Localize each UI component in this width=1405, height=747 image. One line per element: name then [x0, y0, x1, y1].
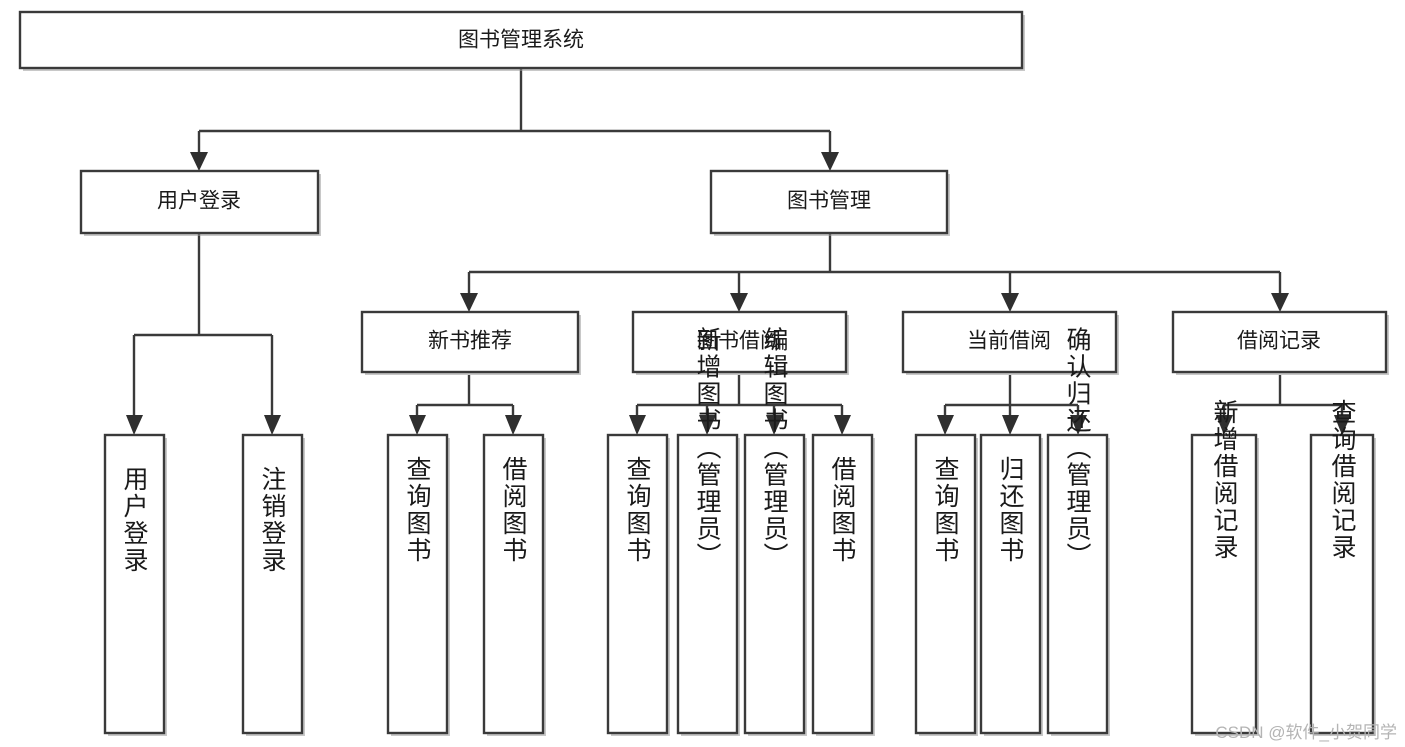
leaf-query-record-box[interactable]	[1309, 433, 1375, 735]
node-book-borrow[interactable]: 图书借阅	[631, 310, 849, 375]
node-leaf-user-login[interactable]: 用户登录	[103, 433, 167, 736]
leaf-return-book-label: 归还图书	[996, 456, 1025, 564]
node-new-book-rec[interactable]: 新书推荐	[360, 310, 581, 375]
leaf-user-logout-box[interactable]	[241, 433, 304, 735]
node-leaf-user-logout[interactable]: 注销登录	[241, 433, 305, 736]
book-borrow-label: 图书借阅	[697, 330, 781, 353]
arrow-to-leaf-query-book-3	[937, 415, 954, 435]
current-borrow-label: 当前借阅	[967, 330, 1051, 353]
node-book-manage[interactable]: 图书管理	[709, 169, 950, 236]
arrow-to-user-login	[190, 152, 208, 171]
arrow-to-leaf-query-book-2	[629, 415, 646, 435]
leaf-borrow-book-2-label: 借阅图书	[828, 456, 857, 564]
new-book-rec-label: 新书推荐	[428, 330, 512, 353]
leaf-borrow-book-1-box[interactable]	[482, 433, 545, 735]
node-leaf-borrow-book-1[interactable]: 借阅图书	[482, 433, 546, 736]
leaf-query-record-label: 查询借阅记录	[1328, 399, 1357, 561]
node-leaf-query-record[interactable]: 查询借阅记录	[1309, 399, 1376, 736]
leaf-return-book-box[interactable]	[979, 433, 1042, 735]
arrow-to-book-manage	[821, 152, 839, 171]
leaf-add-book-label: 新增图书（管理员）	[693, 327, 722, 570]
node-leaf-borrow-book-2[interactable]: 借阅图书	[811, 433, 875, 736]
book-borrow-box[interactable]	[631, 310, 848, 374]
node-leaf-query-book-1[interactable]: 查询图书	[386, 433, 450, 736]
leaf-query-book-3-label: 查询图书	[931, 456, 960, 564]
leaf-query-book-3-box[interactable]	[914, 433, 977, 735]
arrow-to-leaf-borrow-book-1	[505, 415, 522, 435]
node-leaf-return-book[interactable]: 归还图书	[979, 433, 1043, 736]
leaf-query-book-2-box[interactable]	[606, 433, 669, 735]
arrow-to-leaf-return-book	[1002, 415, 1019, 435]
arrow-to-borrow-record	[1271, 293, 1289, 312]
leaf-confirm-return-box[interactable]	[1046, 433, 1109, 735]
leaf-add-record-label: 新增借阅记录	[1210, 399, 1239, 561]
arrow-to-leaf-add-record	[1216, 415, 1233, 435]
node-leaf-query-book-2[interactable]: 查询图书	[606, 433, 670, 736]
node-root[interactable]: 图书管理系统	[18, 10, 1025, 71]
leaf-query-book-1-label: 查询图书	[403, 456, 432, 564]
borrow-record-box[interactable]	[1171, 310, 1388, 374]
csdn-watermark: CSDN @软件_小贺同学	[1215, 723, 1397, 742]
node-leaf-add-book[interactable]: 新增图书（管理员）	[676, 327, 740, 737]
leaf-user-login-box[interactable]	[103, 433, 166, 735]
arrow-to-current-borrow	[1001, 293, 1019, 312]
arrow-to-leaf-add-book	[699, 415, 716, 435]
user-login-box[interactable]	[79, 169, 320, 235]
borrow-record-label: 借阅记录	[1237, 330, 1321, 353]
book-manage-box[interactable]	[709, 169, 949, 235]
node-leaf-query-book-3[interactable]: 查询图书	[914, 433, 978, 736]
leaf-user-logout-label: 注销登录	[258, 466, 287, 574]
arrow-to-leaf-borrow-book-2	[834, 415, 851, 435]
user-login-label: 用户登录	[157, 190, 241, 213]
arrow-to-leaf-user-logout	[264, 415, 281, 435]
node-leaf-add-record[interactable]: 新增借阅记录	[1190, 399, 1259, 736]
leaf-edit-book-label: 编辑图书（管理员）	[760, 327, 789, 570]
leaf-add-book-box[interactable]	[676, 433, 739, 735]
leaf-confirm-return-label: 确认归还（管理员）	[1063, 327, 1092, 570]
node-user-login[interactable]: 用户登录	[79, 169, 321, 236]
leaf-add-record-box[interactable]	[1190, 433, 1258, 735]
new-book-rec-box[interactable]	[360, 310, 580, 374]
arrow-to-book-borrow	[730, 293, 748, 312]
leaf-query-book-1-box[interactable]	[386, 433, 449, 735]
arrow-to-leaf-query-record	[1334, 415, 1351, 435]
node-leaf-confirm-return[interactable]: 确认归还（管理员）	[1046, 327, 1110, 737]
book-manage-label: 图书管理	[787, 190, 871, 213]
root-label: 图书管理系统	[458, 29, 584, 52]
root-box[interactable]	[18, 10, 1024, 70]
arrow-to-leaf-edit-book	[766, 415, 783, 435]
arrow-to-leaf-user-login	[126, 415, 143, 435]
leaf-borrow-book-1-label: 借阅图书	[499, 456, 528, 564]
arrow-to-leaf-confirm-return	[1070, 415, 1087, 435]
leaf-borrow-book-2-box[interactable]	[811, 433, 874, 735]
node-borrow-record[interactable]: 借阅记录	[1171, 310, 1389, 375]
node-current-borrow[interactable]: 当前借阅	[901, 310, 1119, 375]
leaf-edit-book-box[interactable]	[743, 433, 806, 735]
connector-layer	[126, 68, 1351, 435]
arrow-to-leaf-query-book-1	[409, 415, 426, 435]
current-borrow-box[interactable]	[901, 310, 1118, 374]
leaf-query-book-2-label: 查询图书	[623, 456, 652, 564]
leaf-user-login-label: 用户登录	[120, 466, 149, 574]
arrow-to-new-book-rec	[460, 293, 478, 312]
node-leaf-edit-book[interactable]: 编辑图书（管理员）	[743, 327, 807, 737]
